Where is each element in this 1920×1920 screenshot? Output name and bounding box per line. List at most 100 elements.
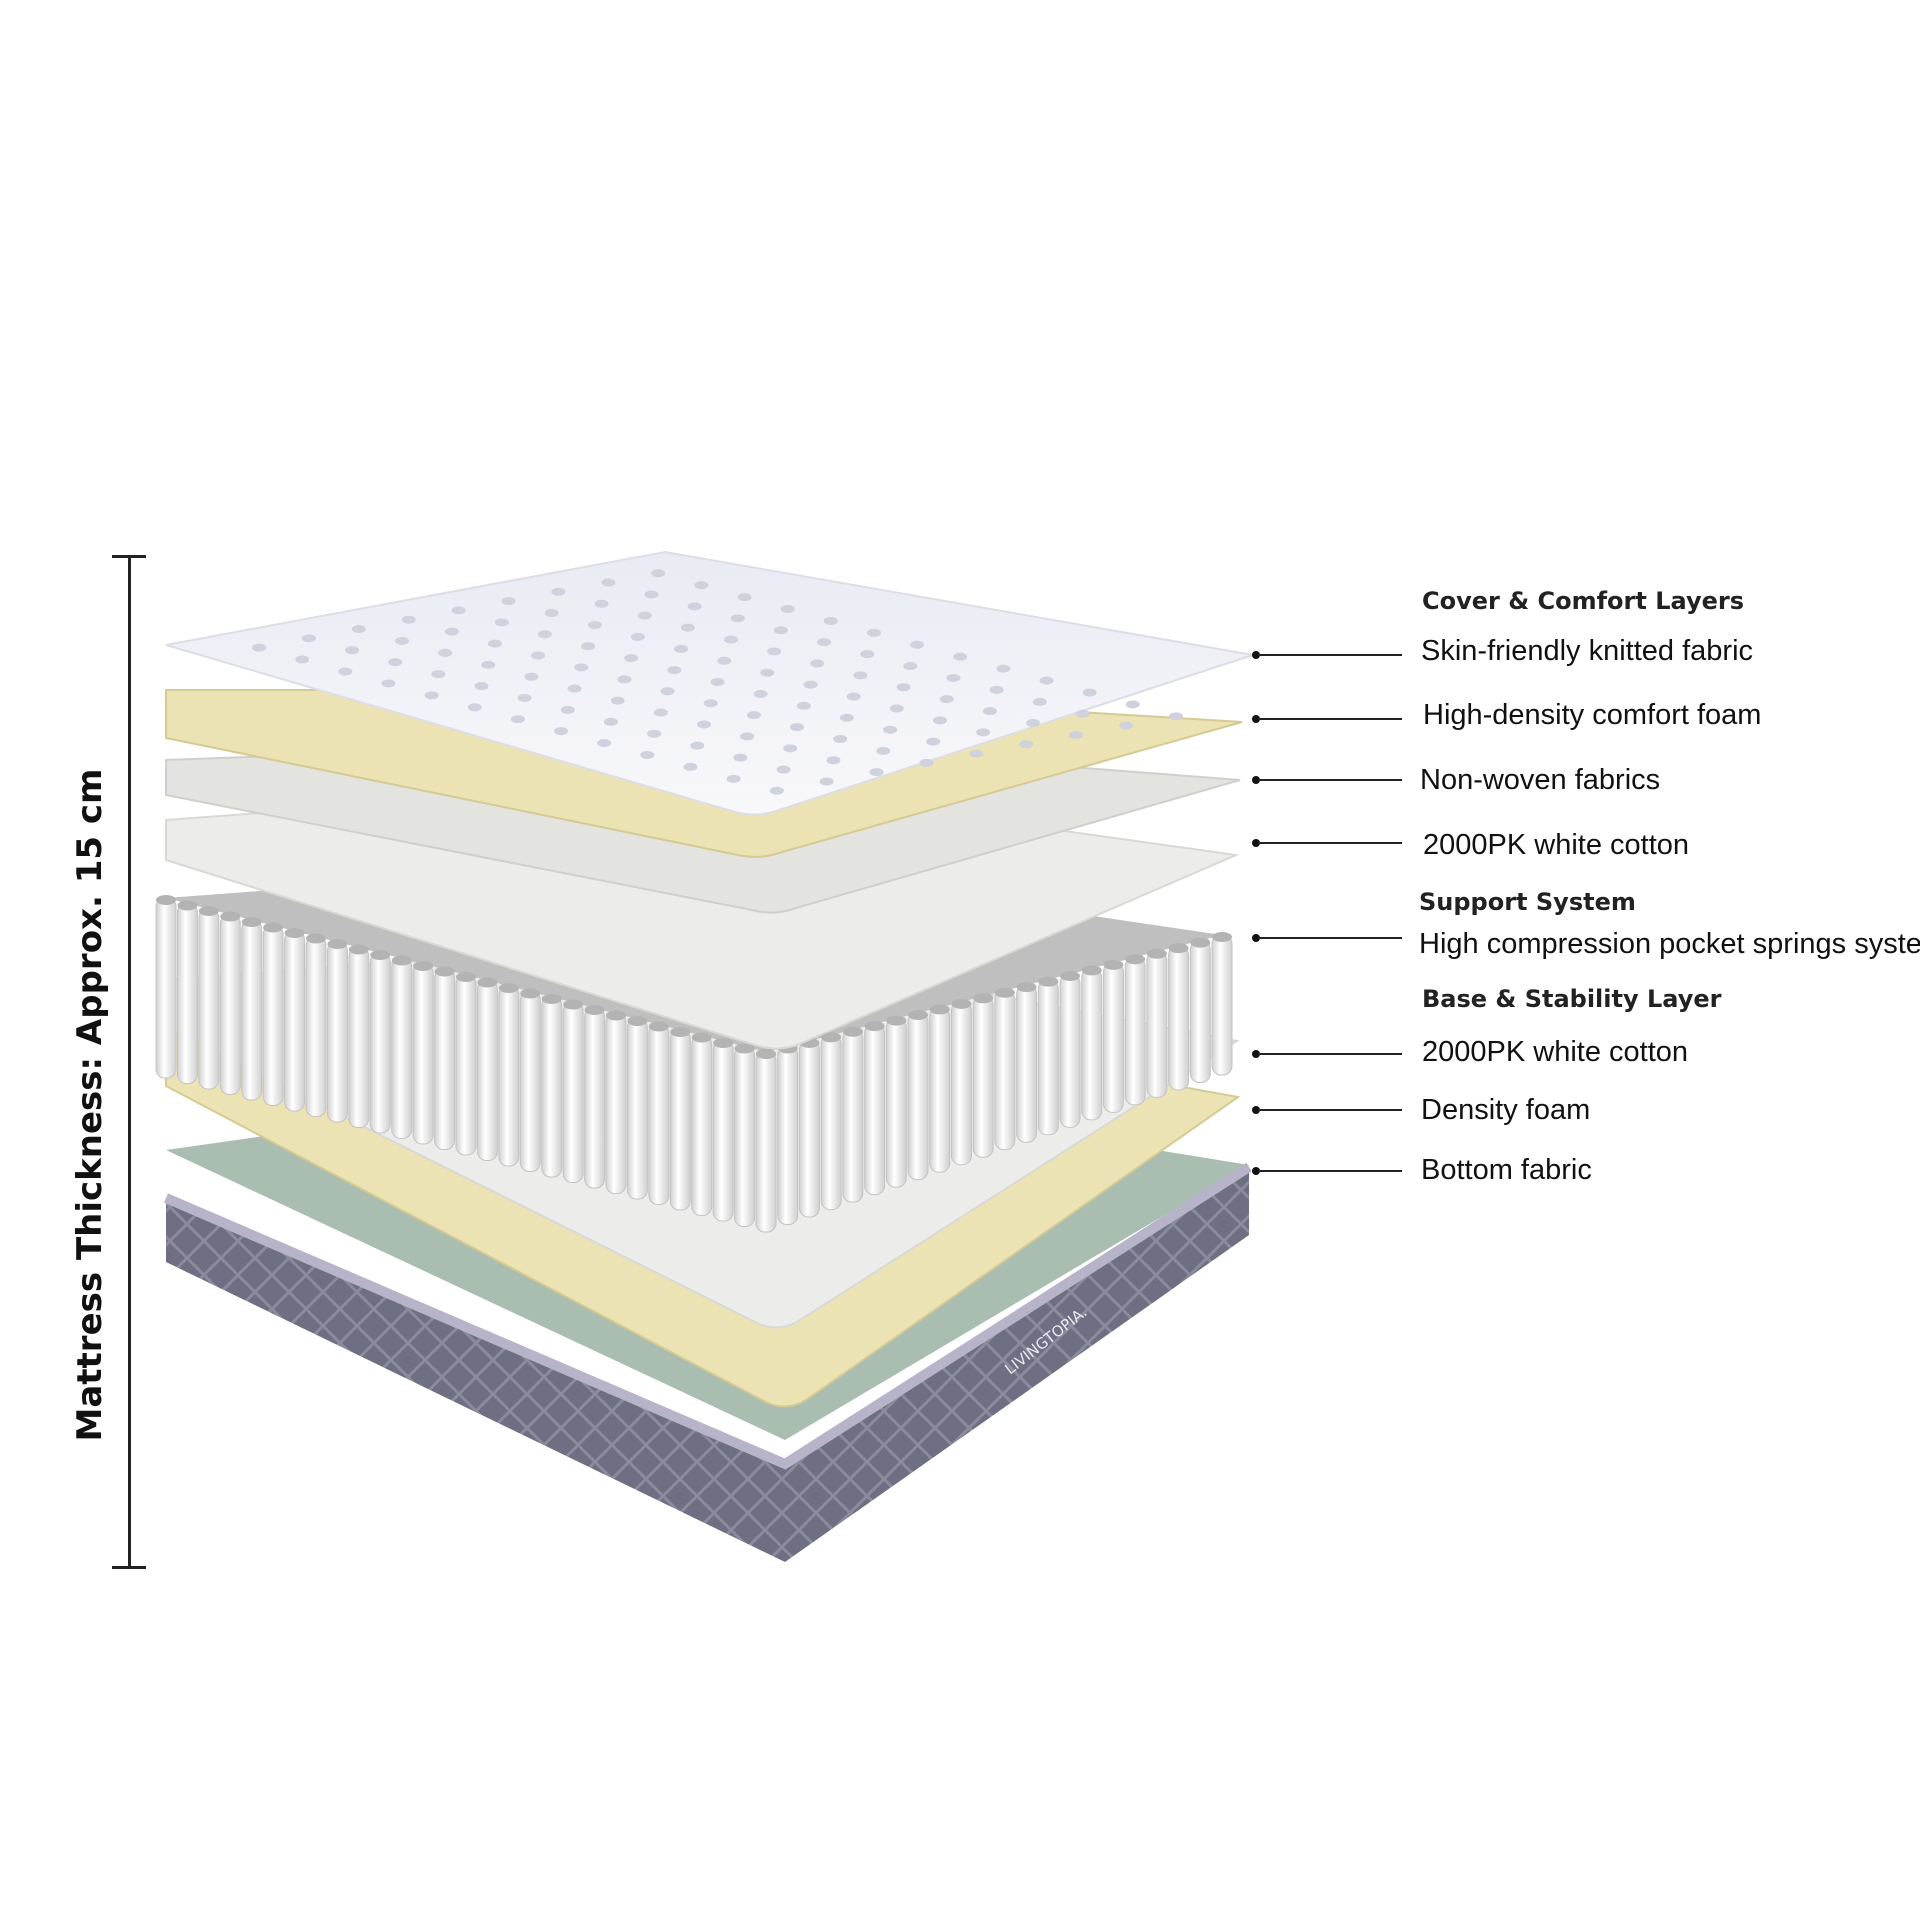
cover-tuft (710, 678, 725, 686)
label-pocket-springs: High compression pocket springs system (1419, 928, 1920, 960)
spring-coil (842, 1029, 864, 1203)
cover-tuft (388, 658, 403, 667)
cover-tuft (819, 777, 834, 786)
cover-tuft (753, 689, 768, 698)
spring-coil (284, 930, 306, 1112)
spring-coil-cap (929, 1004, 950, 1015)
thickness-ruler-top-cap (112, 555, 146, 558)
cover-tuft (717, 656, 732, 665)
cover-tuft (783, 744, 798, 753)
cover-tuft (444, 627, 459, 636)
heading-support-system: Support System (1419, 888, 1636, 916)
cover-tuft (1075, 709, 1090, 718)
cover-tuft (630, 632, 645, 641)
spring-coil-cap (263, 922, 284, 933)
cover-tuft (674, 644, 689, 653)
leader-dot-upper-cotton (1252, 839, 1260, 847)
cover-tuft (524, 672, 539, 681)
cover-tuft (760, 668, 775, 677)
spring-coil (669, 1029, 691, 1211)
cover-tuft (969, 749, 984, 758)
cover-tuft (587, 620, 602, 629)
cover-tuft (510, 715, 525, 724)
cover-tuft (551, 587, 566, 596)
spring-coil-cap (670, 1027, 691, 1037)
spring-coil (1102, 962, 1124, 1113)
cover-tuft (647, 729, 662, 738)
spring-coil (1081, 967, 1103, 1121)
spring-coil (1016, 984, 1038, 1143)
base-side-front (166, 1198, 785, 1562)
spring-coil-cap (413, 961, 434, 971)
cover-tuft (817, 638, 832, 647)
cover-tuft (776, 765, 791, 774)
spring-coil-cap (391, 955, 412, 966)
spring-coil-cap (734, 1043, 755, 1054)
cover-tuft (926, 737, 941, 746)
spring-coil-cap (1146, 948, 1167, 959)
leader-line-comfort-foam (1258, 718, 1402, 720)
spring-coil-cap (908, 1010, 928, 1020)
spring-coil-cap (756, 1049, 776, 1059)
spring-coil (541, 996, 563, 1178)
spring-coil (369, 952, 391, 1134)
cover-layer (165, 550, 1254, 816)
cover-tuft (860, 650, 875, 659)
spring-coil (198, 908, 220, 1090)
cover-tuft (394, 636, 409, 645)
leader-line-upper-cotton (1258, 842, 1402, 844)
cover-tuft (730, 614, 745, 623)
cover-tuft (687, 602, 702, 611)
leader-dot-pocket-springs (1252, 934, 1260, 942)
cover-tuft (295, 655, 310, 664)
cover-tuft (953, 652, 968, 661)
label-bottom-fabric: Bottom fabric (1421, 1154, 1592, 1186)
spring-coil-cap (994, 987, 1015, 998)
cover-tuft (474, 682, 489, 691)
spring-coil-cap (821, 1032, 842, 1043)
thickness-label: Mattress Thickness: Approx. 15 cm (70, 768, 110, 1442)
spring-coil (691, 1035, 713, 1216)
spring-coil-cap (713, 1038, 734, 1048)
cover-tuft (939, 695, 954, 704)
cover-top (165, 550, 1254, 816)
cover-tuft (501, 597, 516, 606)
leader-dot-density-foam (1252, 1106, 1260, 1114)
leader-dot-bottom-fabric (1252, 1167, 1260, 1175)
cover-tuft (581, 642, 596, 651)
spring-coil-cap (156, 895, 176, 905)
spring-coil-cap (1016, 982, 1037, 993)
spring-coil (972, 995, 994, 1158)
spring-coil-cap (177, 900, 198, 911)
cover-tuft (803, 680, 818, 689)
label-upper-cotton: 2000PK white cotton (1423, 829, 1690, 861)
spring-coil (155, 897, 177, 1079)
spring-coil-cap (306, 933, 326, 944)
label-density-foam: Density foam (1421, 1094, 1591, 1126)
spring-coil (820, 1034, 842, 1211)
spring-coil (777, 1045, 799, 1226)
cover-tuft (544, 609, 559, 618)
spring-coil-cap (648, 1021, 669, 1032)
spring-coil (1168, 945, 1190, 1091)
cover-tuft (640, 750, 655, 759)
cover-tuft (690, 741, 705, 750)
cover-tuft (637, 611, 652, 620)
spring-coil (755, 1051, 777, 1233)
cover-tuft (594, 599, 609, 608)
spring-coil (262, 925, 284, 1106)
heading-cover-comfort: Cover & Comfort Layers (1422, 587, 1744, 615)
spring-coil-cap (886, 1015, 907, 1026)
cover-tuft (680, 623, 695, 632)
spring-coil (326, 941, 348, 1123)
spring-coil (648, 1024, 670, 1205)
spring-coil (1211, 934, 1233, 1076)
cover-tuft (724, 635, 739, 644)
thickness-ruler-bottom-cap (112, 1566, 146, 1569)
cover-tuft (853, 671, 868, 680)
cover-tuft (644, 590, 659, 599)
cover-tuft (660, 687, 675, 696)
cover-tuft (919, 758, 934, 767)
cover-tuft (982, 707, 997, 716)
leader-dot-non-woven (1252, 776, 1260, 784)
